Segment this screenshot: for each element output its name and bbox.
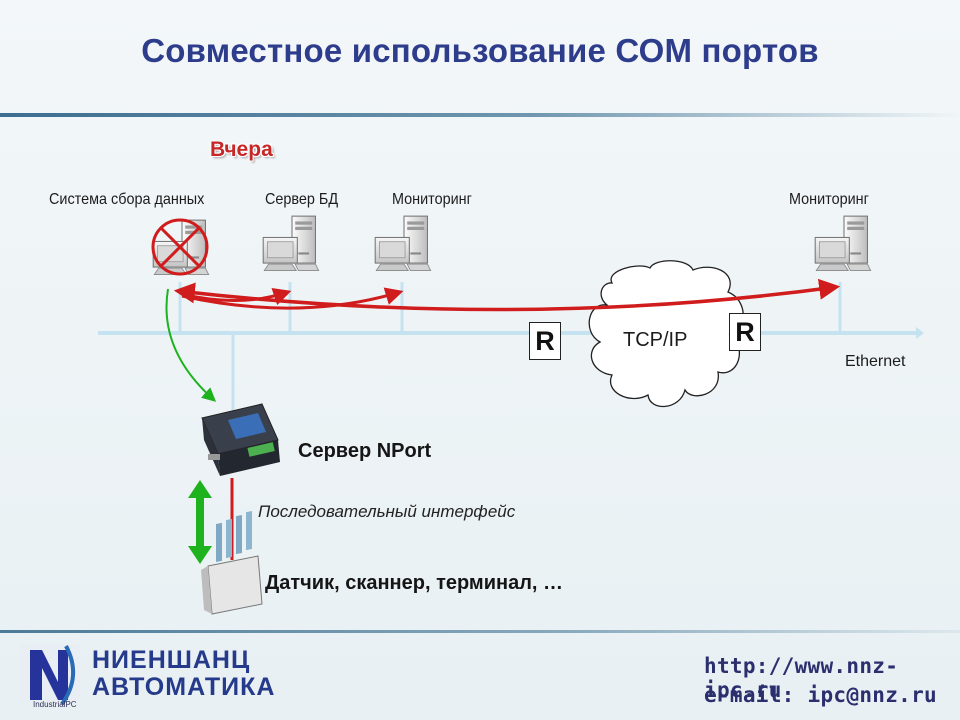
footer-divider: [0, 630, 960, 633]
company-name-line2: АВТОМАТИКА: [92, 673, 276, 701]
db-server-pc-icon: [262, 215, 320, 272]
serial-interface-label: Последовательный интерфейс: [258, 502, 516, 521]
crossed-out-icon: [151, 218, 209, 276]
slide-title: Совместное использование СОМ портов: [141, 32, 819, 69]
yesterday-label: Вчера: [210, 138, 273, 161]
virtual-com-arrow: [165, 288, 217, 402]
ethernet-label: Ethernet: [845, 353, 906, 370]
company-logo-icon: [20, 645, 80, 706]
node-label-db-server: Сервер БД: [265, 191, 339, 208]
monitoring-left-pc-icon: [374, 215, 432, 272]
node-label-monitoring-left: Мониторинг: [392, 191, 472, 208]
node-label-monitoring-right: Мониторинг: [789, 191, 869, 208]
bidirectional-arrow-icon: [188, 480, 212, 564]
email-link[interactable]: e-mail: ipc@nnz.ru: [704, 683, 937, 707]
virtual-link-db: [181, 288, 292, 306]
nport-device-icon: [201, 403, 280, 476]
router-right-icon: R: [729, 313, 761, 351]
logo-subtext: IndustrialPC: [33, 700, 77, 709]
field-devices-icon: [201, 511, 263, 615]
field-devices-label: Датчик, сканнер, терминал, …: [265, 572, 564, 594]
cloud-label: TCP/IP: [623, 329, 688, 351]
router-left-icon: R: [529, 322, 561, 360]
company-name-line1: НИЕНШАНЦ: [92, 646, 251, 674]
website-link[interactable]: http://www.nnz-ipc.ru: [704, 654, 899, 702]
node-label-data-acquisition: Система сбора данных: [49, 191, 205, 208]
title-divider: [0, 113, 960, 117]
monitoring-right-pc-icon: [814, 215, 872, 272]
virtual-link-monitor-left: [181, 287, 404, 310]
nport-label: Сервер NPort: [298, 440, 432, 462]
